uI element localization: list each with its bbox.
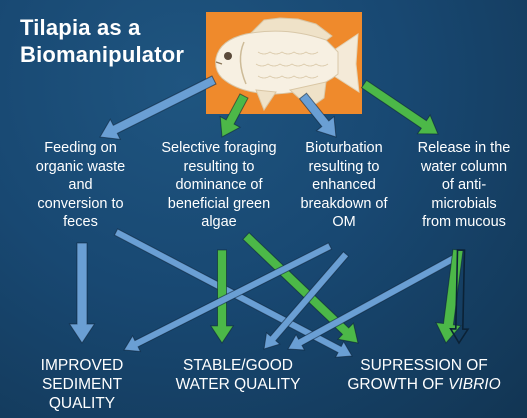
outcome-water-line: WATER QUALITY — [168, 375, 308, 394]
arrow-fish-to-feeding — [100, 76, 216, 139]
outcome-sediment-quality: IMPROVED SEDIMENT QUALITY — [22, 356, 142, 413]
arrow-bioturbation-to-sediment — [124, 243, 332, 352]
outcome-sediment-line: QUALITY — [22, 394, 142, 413]
outcome-sediment-line: SEDIMENT — [22, 375, 142, 394]
outcome-vibrio-prefix: GROWTH OF — [347, 376, 448, 393]
arrow-fish-to-foraging — [220, 94, 248, 137]
vibrio-italic: VIBRIO — [448, 376, 501, 393]
outcome-water-quality: STABLE/GOOD WATER QUALITY — [168, 356, 308, 394]
outcome-vibrio-line-2: GROWTH OF VIBRIO — [324, 375, 524, 394]
outcome-vibrio-suppression: SUPRESSION OF GROWTH OF VIBRIO — [324, 356, 524, 394]
arrow-fish-to-bioturbation — [300, 93, 337, 137]
arrow-fish-to-antimicrobials — [362, 80, 439, 134]
arrow-feeding-to-sediment — [70, 243, 95, 343]
outcome-water-line: STABLE/GOOD — [168, 356, 308, 375]
outcome-sediment-line: IMPROVED — [22, 356, 142, 375]
outcome-vibrio-line-1: SUPRESSION OF — [324, 356, 524, 375]
